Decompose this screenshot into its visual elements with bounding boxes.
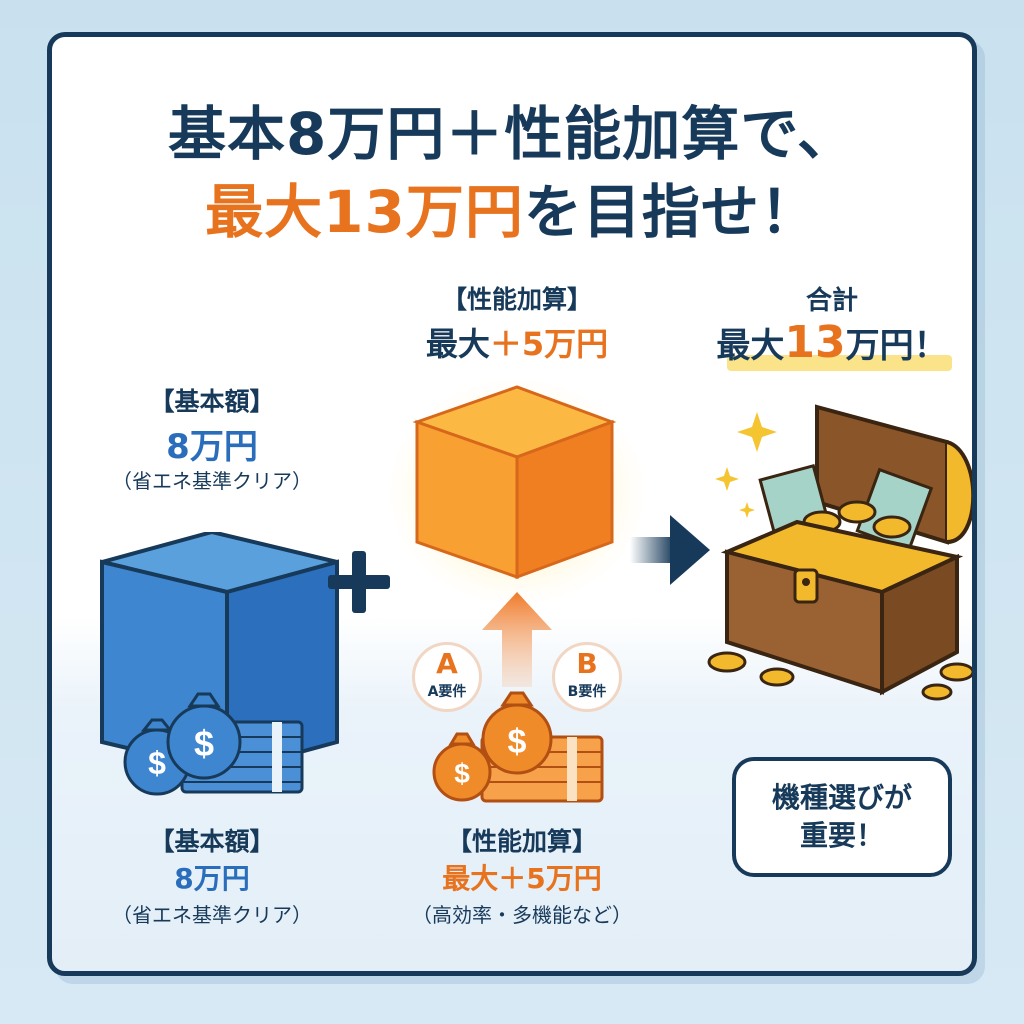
- up-arrow-icon: [482, 592, 552, 687]
- requirement-a-label: A要件: [427, 684, 467, 700]
- bottom-performance-amount: 最大＋5万円: [442, 862, 602, 895]
- right-arrow-icon: [630, 515, 710, 585]
- base-condition: （省エネ基準クリア）: [112, 469, 312, 493]
- total-value: 13: [784, 317, 846, 368]
- total-amount: 最大13万円！: [692, 317, 972, 368]
- headline-aim: を目指せ！: [523, 178, 819, 246]
- orange-money-icon: $ $: [432, 691, 604, 803]
- bottom-base-amount: 8万円: [174, 862, 250, 895]
- performance-amount-value: ＋5万円: [489, 325, 609, 363]
- orange-money-bag-icon: $ $: [432, 691, 553, 802]
- total-highlight-bar: [727, 355, 952, 371]
- svg-text:$: $: [508, 723, 527, 761]
- bottom-base-condition: （省エネ基準クリア）: [112, 903, 312, 927]
- blue-money-bag-icon: $ $: [123, 692, 242, 796]
- callout-line1: 機種選びが: [771, 781, 912, 815]
- svg-text:$: $: [148, 745, 166, 781]
- requirement-a-letter: A: [436, 647, 458, 680]
- blue-cube-icon: $ $: [100, 532, 339, 796]
- total-label: 合計: [805, 286, 858, 316]
- total-prefix: 最大: [716, 326, 785, 366]
- performance-label: 【性能加算】: [441, 285, 592, 314]
- performance-amount: 最大＋5万円: [382, 319, 652, 365]
- base-amount: 8万円: [166, 427, 258, 467]
- total-suffix: 万円！: [845, 326, 948, 366]
- headline-max-amount: 最大13万円: [205, 178, 524, 246]
- svg-text:$: $: [194, 723, 214, 764]
- sparkle-icon: [715, 412, 777, 518]
- svg-text:$: $: [454, 758, 470, 789]
- base-label: 【基本額】: [149, 387, 275, 416]
- requirement-b-letter: B: [576, 647, 598, 680]
- bottom-performance-label: 【性能加算】: [446, 827, 597, 856]
- performance-amount-prefix: 最大: [425, 325, 490, 363]
- headline-line2: 最大13万円を目指せ！: [52, 165, 972, 249]
- plus-operator-icon: [324, 547, 394, 621]
- infographic-card: 基本8万円＋性能加算で、 最大13万円を目指せ！ 【基本額】 8万円 （省エネ基…: [47, 32, 977, 976]
- bottom-base-label: 【基本額】: [149, 827, 275, 856]
- callout-speech-bubble: 機種選びが 重要！: [732, 757, 952, 877]
- callout-line2: 重要！: [799, 819, 884, 852]
- orange-cube-icon: [387, 377, 647, 607]
- requirement-b-badge: B B要件: [552, 642, 622, 712]
- bottom-performance-condition: （高効率・多機能など）: [412, 903, 632, 927]
- headline-line1: 基本8万円＋性能加算で、: [167, 100, 857, 168]
- requirement-b-label: B要件: [567, 684, 607, 700]
- treasure-chest-icon: [707, 404, 972, 701]
- requirement-a-badge: A A要件: [412, 642, 482, 712]
